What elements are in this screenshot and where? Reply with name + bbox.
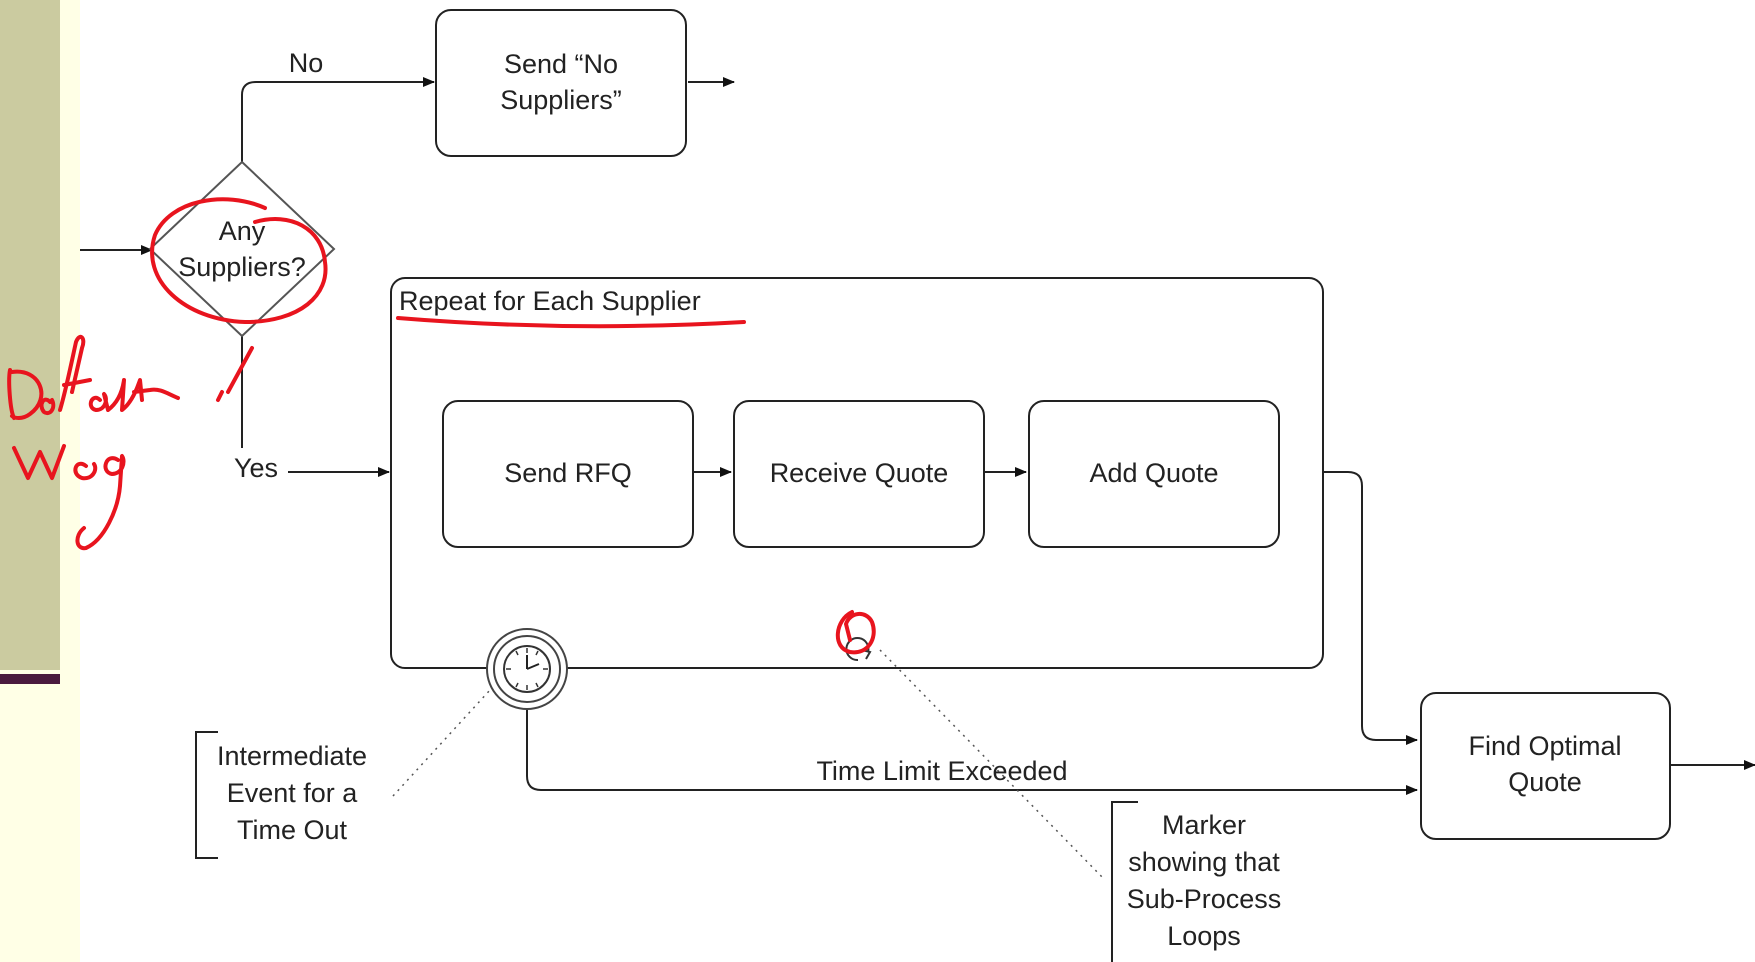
slide-sidebar: [0, 0, 60, 670]
handwriting-f: [58, 334, 92, 412]
handwriting-w: [12, 444, 66, 480]
find-optimal-quote-task[interactable]: Find Optimal Quote: [1420, 692, 1671, 840]
time-limit-label: Time Limit Exceeded: [816, 756, 1067, 786]
handwriting-d: [7, 368, 44, 420]
handwriting-g: [75, 454, 126, 551]
loop-annotation-line4: Loops: [1167, 921, 1241, 951]
subprocess-title: Repeat for Each Supplier: [399, 286, 701, 316]
handwriting-we-e: [73, 461, 98, 481]
find-optimal-line1: Find Optimal: [1468, 731, 1621, 761]
add-quote-task[interactable]: Add Quote: [1028, 400, 1280, 548]
gateway-circle-scribble: [150, 197, 328, 324]
add-quote-label: Add Quote: [1089, 458, 1218, 488]
timer-annotation-line2: Event for a: [227, 778, 359, 808]
subprocess-to-find-arrow: [1323, 471, 1418, 745]
timeout-flow-arrow: [526, 708, 1418, 795]
receive-quote-task[interactable]: Receive Quote: [733, 400, 985, 548]
loop-annotation-line2: showing that: [1128, 847, 1280, 877]
no-flow-arrow: [241, 77, 435, 162]
no-branch-label: No: [289, 48, 324, 78]
timer-annotation-line1: Intermediate: [217, 741, 367, 771]
any-suppliers-gateway[interactable]: Any Suppliers?: [148, 160, 336, 338]
yes-branch-label: Yes: [234, 453, 278, 483]
timer-annotation-line3: Time Out: [237, 815, 348, 845]
send-rfq-task[interactable]: Send RFQ: [442, 400, 694, 548]
slide-sidebar-rule: [0, 674, 60, 684]
timer-event-icon[interactable]: [486, 628, 568, 710]
loop-marker-scribble: [835, 610, 876, 655]
loop-annotation-line1: Marker: [1162, 810, 1246, 840]
repeat-subprocess[interactable]: Repeat for Each Supplier: [390, 277, 1324, 669]
find-optimal-line2: Quote: [1508, 767, 1582, 797]
default-path-tick: [216, 346, 254, 402]
loop-annotation-line3: Sub-Process: [1127, 884, 1282, 914]
sequence-flows: [80, 77, 1755, 795]
subprocess-title-underline: [396, 316, 746, 329]
gateway-label-line2: Suppliers?: [178, 252, 306, 282]
loop-annotation: Marker showing that Sub-Process Loops: [879, 649, 1282, 962]
send-no-suppliers-task[interactable]: Send “No Suppliers”: [435, 9, 687, 157]
timer-annotation: Intermediate Event for a Time Out: [195, 689, 491, 859]
send-no-suppliers-line1: Send “No: [504, 49, 618, 79]
handwritten-markup: [7, 197, 876, 655]
handwriting-ault: [88, 378, 180, 412]
receive-quote-label: Receive Quote: [770, 458, 949, 488]
send-rfq-label: Send RFQ: [504, 458, 632, 488]
send-no-suppliers-line2: Suppliers”: [500, 85, 622, 115]
handwriting-e: [39, 397, 56, 415]
